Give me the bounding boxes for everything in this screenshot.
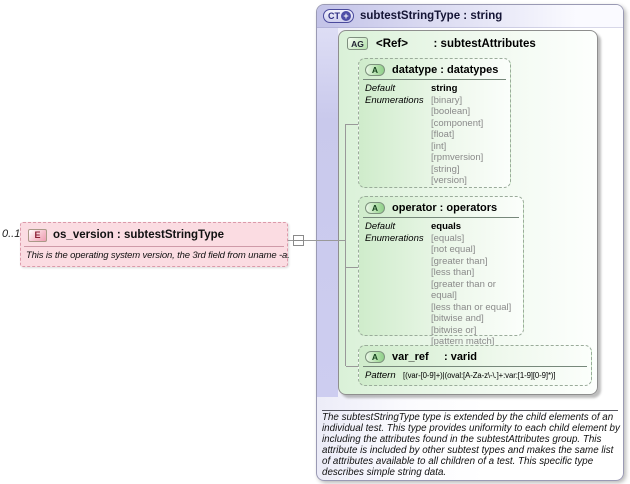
enumeration-item: [pattern match] bbox=[431, 336, 495, 347]
attribute-datatype-facets: Default string Enumerations [binary][boo… bbox=[359, 80, 510, 187]
facet-value-default: equals bbox=[431, 221, 462, 232]
element-annotation: This is the operating system version, th… bbox=[26, 250, 290, 261]
element-os-version-node[interactable]: E os_version : subtestStringType This is… bbox=[20, 222, 290, 267]
enumeration-item: [component] bbox=[431, 117, 484, 129]
attribute-operator-header: A operator : operators bbox=[359, 197, 523, 217]
element-title-row: E os_version : subtestStringType bbox=[21, 223, 287, 246]
enumeration-item: [bitwise and] bbox=[431, 313, 484, 324]
enumeration-item: [boolean] bbox=[431, 106, 471, 117]
facet-label-pattern: Pattern bbox=[365, 370, 396, 381]
complex-type-title: subtestStringType : string bbox=[360, 10, 503, 22]
cardinality-label: 0..1 bbox=[2, 228, 21, 240]
facet-value-pattern: [(var-[0-9]+)|(oval:[A-Za-z\-\.]+:var:[1… bbox=[403, 371, 556, 380]
complex-type-header: CT + subtestStringType : string bbox=[317, 5, 623, 28]
connector-stub-operator bbox=[346, 267, 358, 268]
ct-body-strip bbox=[317, 27, 338, 397]
enumeration-item: [int] bbox=[431, 140, 447, 152]
facet-label-default: Default bbox=[365, 221, 396, 232]
connector-line-left bbox=[288, 240, 293, 241]
facet-label-enumerations: Enumerations bbox=[365, 94, 424, 106]
enumeration-list: [binary][boolean][component][float][int]… bbox=[431, 95, 506, 187]
enumeration-item: [equals] bbox=[431, 232, 465, 244]
connector-stub-varref bbox=[346, 366, 358, 367]
enumeration-item: [less than or equal] bbox=[431, 301, 512, 313]
attribute-separator bbox=[363, 79, 506, 80]
attribute-varref-name: var_ref : varid bbox=[392, 350, 477, 363]
element-title[interactable]: os_version : subtestStringType bbox=[53, 229, 225, 241]
enumeration-item: [version] bbox=[431, 175, 467, 186]
enumeration-item: [string] bbox=[431, 163, 460, 175]
enumeration-item: [bitwise or] bbox=[431, 324, 477, 336]
annotation-separator bbox=[322, 410, 618, 411]
facet-value-default: string bbox=[431, 83, 458, 94]
attribute-varref-box: A var_ref : varid Pattern [(var-[0-9]+)|… bbox=[358, 345, 592, 386]
ct-badge-label: CT bbox=[328, 11, 340, 21]
expand-plus-icon[interactable]: + bbox=[341, 11, 351, 21]
attribute-datatype-name: datatype : datatypes bbox=[392, 63, 499, 76]
enumeration-item: [greater than or equal] bbox=[431, 278, 496, 302]
attribute-group-header: AG <Ref> : subtestAttributes bbox=[339, 31, 597, 50]
enumeration-item: [rpmversion] bbox=[431, 152, 484, 163]
facet-label-default: Default bbox=[365, 83, 396, 94]
attribute-varref-facets: Pattern [(var-[0-9]+)|(oval:[A-Za-z\-\.]… bbox=[359, 367, 591, 381]
attribute-group-title[interactable]: <Ref> : subtestAttributes bbox=[376, 37, 536, 50]
attribute-separator bbox=[363, 366, 587, 367]
enumeration-item: [float] bbox=[431, 129, 455, 140]
attribute-operator-name: operator : operators bbox=[392, 201, 498, 214]
connector-line-right bbox=[304, 240, 345, 241]
element-separator bbox=[24, 246, 284, 247]
enumeration-item: [not equal] bbox=[431, 244, 476, 255]
attribute-operator-facets: Default equals Enumerations [equals][not… bbox=[359, 218, 523, 348]
attribute-varref-header: A var_ref : varid bbox=[359, 346, 591, 366]
attribute-badge-icon: A bbox=[365, 201, 385, 214]
enumeration-item: [greater than] bbox=[431, 255, 488, 267]
connector-rail bbox=[345, 124, 346, 366]
attribute-datatype-header: A datatype : datatypes bbox=[359, 59, 510, 79]
attribute-datatype-box: A datatype : datatypes Default string En… bbox=[358, 58, 511, 188]
complex-type-annotation: The subtestStringType type is extended b… bbox=[322, 412, 620, 478]
minus-icon bbox=[294, 240, 303, 241]
element-badge-icon: E bbox=[28, 228, 47, 242]
facet-label-enumerations: Enumerations bbox=[365, 232, 424, 244]
attribute-operator-box: A operator : operators Default equals En… bbox=[358, 196, 524, 347]
complex-type-badge: CT + bbox=[323, 9, 354, 23]
attribute-badge-icon: A bbox=[365, 350, 385, 363]
attribute-badge-icon: A bbox=[365, 63, 385, 76]
connector-stub-datatype bbox=[346, 124, 358, 125]
enumeration-item: [binary] bbox=[431, 94, 463, 106]
attribute-separator bbox=[363, 217, 519, 218]
enumeration-list: [equals][not equal][greater than][less t… bbox=[431, 233, 519, 348]
attribute-group-badge-icon: AG bbox=[347, 37, 368, 50]
enumeration-item: [less than] bbox=[431, 267, 475, 278]
collapse-handle-icon[interactable] bbox=[293, 235, 304, 246]
